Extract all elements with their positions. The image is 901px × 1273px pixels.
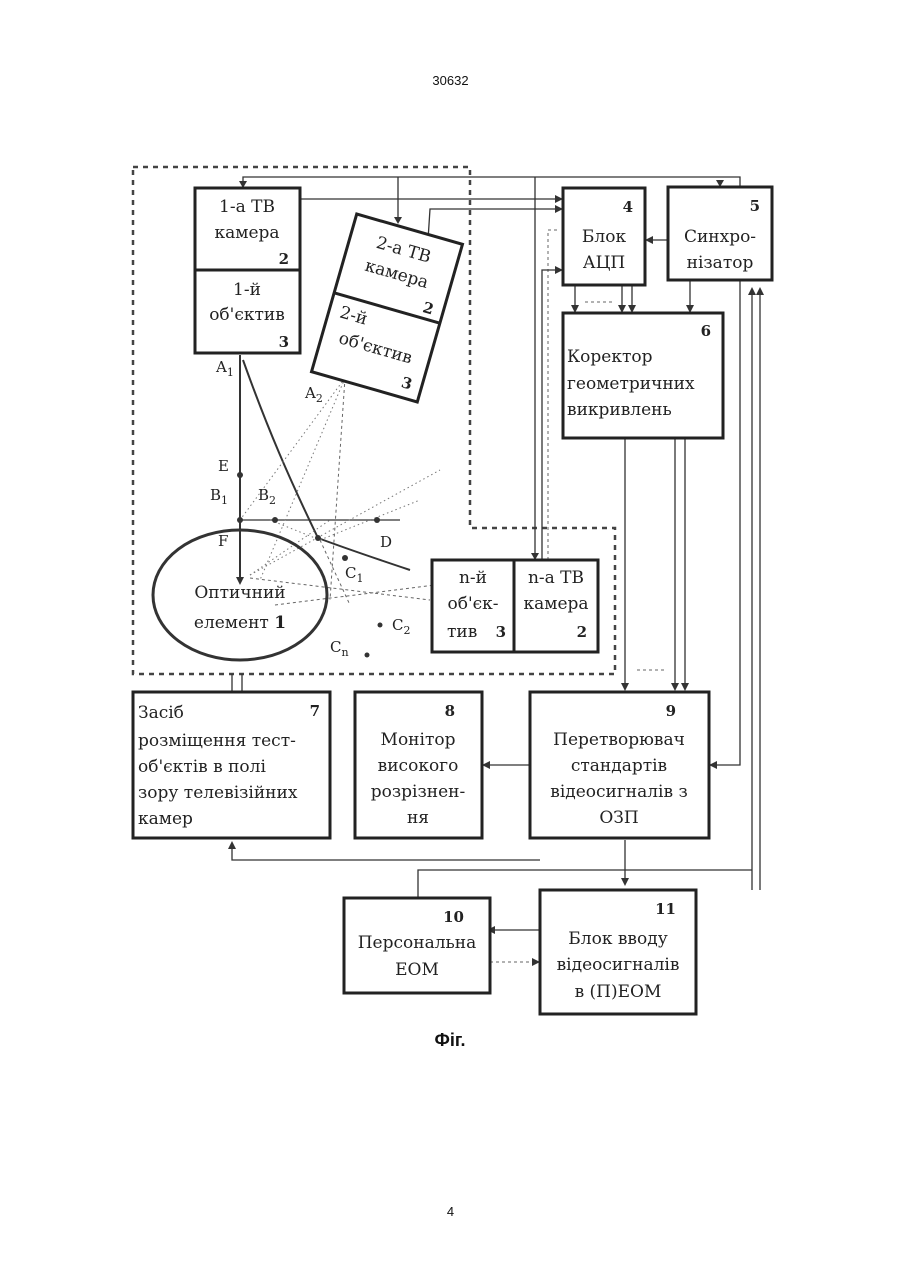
figure-caption: Фіг. (434, 1030, 465, 1050)
optical-element-label-line-2: елемент 1 (194, 613, 286, 633)
point-b2: B2 (258, 486, 276, 507)
point-e: E (218, 457, 229, 475)
lens-n-num: 3 (496, 623, 506, 641)
pc-num: 10 (443, 908, 464, 926)
converter-block: 9 Перетворювач стандартів відеосигналів … (530, 692, 709, 838)
adc-line-2: АЦП (583, 253, 626, 273)
optical-element-label-line-1: Оптичний (194, 583, 285, 603)
corrector-num: 6 (701, 322, 711, 340)
converter-line-3: відеосигналів з (550, 782, 687, 802)
test-objects-block: 7 Засіб розміщення тест- об'єктів в полі… (133, 692, 330, 838)
corrector-line-1: Коректор (567, 347, 653, 367)
monitor-line-2: високого (378, 756, 459, 776)
camera-1-line-2: камера (214, 223, 279, 243)
point-cn: Cn (330, 638, 349, 659)
camera-2-block: 2-а ТВ камера 2 2-й об'єктив 3 (312, 214, 463, 402)
test-objects-line-3: об'єктів в полі (138, 757, 266, 777)
camera-1-line-1: 1-а ТВ (219, 197, 275, 217)
video-input-block: 11 Блок вводу відеосигналів в (П)ЕОМ (540, 890, 696, 1014)
test-objects-line-4: зору телевізійних (138, 783, 298, 803)
pc-line-2: ЕОМ (395, 960, 439, 980)
point-a1: A1 (215, 358, 234, 379)
corrector-line-2: геометричних (567, 374, 695, 394)
converter-num: 9 (666, 702, 676, 720)
monitor-line-1: Монітор (381, 730, 456, 750)
pc-line-1: Персональна (358, 933, 477, 953)
converter-line-1: Перетворювач (553, 730, 685, 750)
pc-block: 10 Персональна ЕОМ (344, 898, 490, 993)
test-objects-num: 7 (310, 702, 320, 720)
test-objects-line-2: розміщення тест- (138, 731, 296, 751)
point-b1: B1 (210, 486, 228, 507)
adc-line-1: Блок (582, 227, 627, 247)
sync-line-1: Синхро- (684, 227, 756, 247)
video-input-num: 11 (655, 900, 676, 918)
camera-1-block: 1-а ТВ камера 2 1-й об'єктив 3 (195, 188, 300, 353)
point-d: D (380, 533, 392, 551)
converter-line-2: стандартів (571, 756, 667, 776)
test-objects-line-1: Засіб (138, 703, 184, 723)
point-f: F (218, 532, 228, 550)
camera-n-line-2: камера (523, 594, 588, 614)
point-c1: C1 (345, 564, 363, 585)
monitor-num: 8 (445, 702, 455, 720)
video-input-line-2: відеосигналів (557, 955, 680, 975)
video-input-line-3: в (П)ЕОМ (575, 982, 662, 1002)
lens-1-num: 3 (279, 333, 289, 351)
sync-block: 5 Синхро- нізатор (668, 187, 772, 280)
camera-n-block: n-й об'єк- тив 3 n-а ТВ камера 2 (432, 560, 598, 652)
corrector-block: 6 Коректор геометричних викривлень (563, 313, 723, 438)
converter-line-4: ОЗП (599, 808, 638, 828)
camera-1-num: 2 (279, 250, 289, 268)
lens-n-line-3: тив (447, 622, 477, 642)
monitor-line-4: ня (407, 808, 429, 828)
camera-n-line-1: n-а ТВ (528, 568, 584, 588)
sync-num: 5 (750, 197, 760, 215)
monitor-line-3: розрізнен- (371, 782, 465, 802)
lens-1-line-1: 1-й (233, 280, 261, 300)
page-number: 4 (0, 1204, 901, 1219)
point-c2: C2 (392, 616, 410, 637)
point-a2: A2 (304, 384, 323, 405)
lens-n-line-2: об'єк- (447, 594, 498, 614)
adc-block: 4 Блок АЦП (563, 188, 645, 285)
test-objects-line-5: камер (138, 809, 193, 829)
sync-line-2: нізатор (687, 253, 754, 273)
lens-1-line-2: об'єктив (209, 305, 285, 325)
video-input-line-1: Блок вводу (568, 929, 667, 949)
camera-n-num: 2 (577, 623, 587, 641)
corrector-line-3: викривлень (567, 400, 672, 420)
monitor-block: 8 Монітор високого розрізнен- ня (355, 692, 482, 838)
adc-num: 4 (623, 198, 633, 216)
lens-n-line-1: n-й (459, 568, 487, 588)
